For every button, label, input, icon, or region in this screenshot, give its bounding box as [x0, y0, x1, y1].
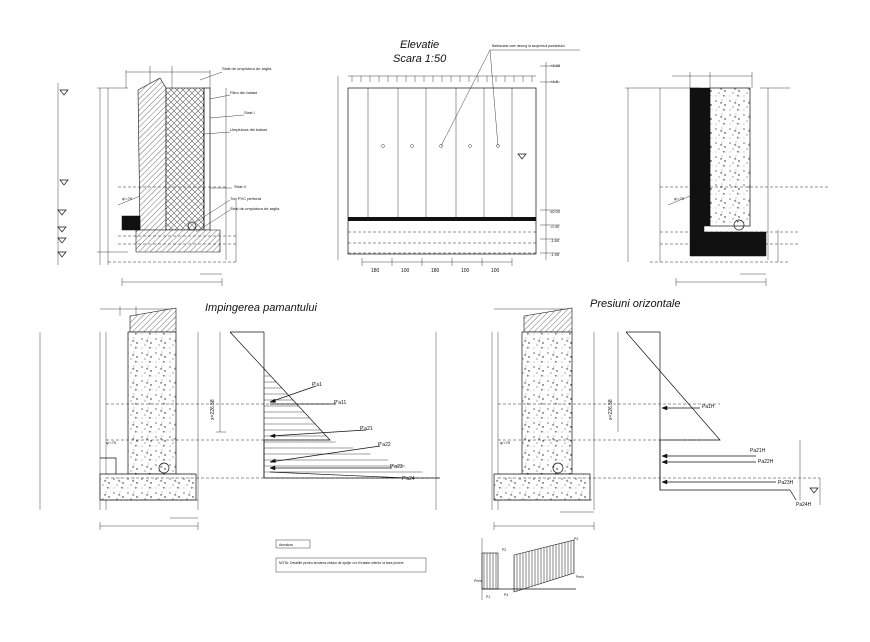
level-5: -1.60 [550, 238, 560, 243]
dist-label-p1: P1 [486, 595, 490, 599]
pressure-title: Presiuni orizontale [590, 298, 681, 310]
note-filter: Filtru din balast [230, 90, 258, 95]
dist-label-p2: P2 [502, 548, 506, 552]
level-markers [57, 83, 69, 265]
angle-label-2: φ'=70 [674, 196, 685, 201]
thrust-force-1: P'a1 [312, 382, 322, 388]
pressure-diagram: x=226.58 Pa1H Pa21H Pa22H Pa23H Pa24H φ'… [435, 307, 821, 530]
note-layer-1: Strat I [244, 110, 255, 115]
pressure-force-5: Pa24H [796, 502, 812, 508]
angle-label-1: φ'=70 [122, 196, 133, 201]
note-pvc: Tub PVC perforat [230, 196, 262, 201]
thrust-force-3: P'a21 [360, 426, 373, 432]
top-ticks [351, 76, 533, 82]
section-detail-1: Strat de umplutura de argila Filtru din … [57, 66, 280, 286]
legend-key: Armatura [279, 543, 293, 547]
level-3: ±0.00 [550, 209, 561, 214]
legend-note: NOTA: Detaliile pentru armarea zidului d… [279, 561, 404, 565]
note-clay-bottom: Strat de umplutura de argila [230, 206, 280, 211]
note-gravel: Umplutura din balast [230, 127, 268, 132]
thrust-hatch [264, 369, 423, 473]
pressure-force-4: Pa23H [778, 480, 794, 486]
angle-label-3: φ'=70 [106, 440, 117, 445]
dist-label-pmin-2: Pmin [576, 575, 584, 579]
section-detail-2: φ'=70 [625, 72, 828, 286]
thrust-diagram: x=226.58 P'a1 P'a11 P'a21 P'a22 P'a23 P'… [39, 306, 440, 530]
dist-label-p3: P3 [574, 537, 578, 541]
level-1: +3.00 [550, 63, 561, 68]
elev-dim-2: 100 [401, 268, 410, 274]
note-clay-top: Strat de umplutura de argila [222, 66, 272, 71]
thrust-force-6: P'a24 [402, 476, 415, 482]
thrust-dim-x: x=226.58 [210, 399, 216, 420]
thrust-force-arrows [269, 385, 407, 479]
angle-label-4: φ'=70 [500, 440, 511, 445]
pressure-force-arrows [661, 405, 797, 501]
pressure-distribution-diagram: P2 P3 Pmin P1 P4 Pmin [474, 537, 584, 600]
thrust-force-5: P'a23 [390, 464, 403, 470]
elevation-scale: Scara 1:50 [393, 53, 447, 65]
pressure-force-3: Pa22H [758, 459, 774, 465]
elevation-note: Barbacane care decurg la acoperisul pama… [492, 44, 565, 48]
elev-dim-3: 180 [431, 268, 440, 274]
elevation-title: Elevatie [400, 39, 439, 51]
level-2: +4.5 [550, 79, 559, 84]
dist-label-pmin-1: Pmin [474, 579, 482, 583]
thrust-force-2: P'a11 [334, 400, 346, 406]
elev-dim-4: 100 [461, 268, 470, 274]
level-6: -1.95 [550, 252, 560, 257]
elevation-view: Barbacane care decurg la acoperisul pama… [337, 44, 580, 274]
elev-dim-5: 100 [491, 268, 500, 274]
thrust-title: Impingerea pamantului [205, 302, 317, 314]
legend-block: Armatura NOTA: Detaliile pentru armarea … [275, 539, 427, 573]
note-layer-2: Strat II [234, 184, 246, 189]
level-4: -0.40 [550, 224, 560, 229]
pressure-dim-x: x=226.58 [608, 399, 614, 420]
elev-dim-1: 180 [371, 268, 380, 274]
thrust-force-4: P'a22 [378, 442, 391, 448]
pressure-force-1: Pa1H [702, 404, 715, 410]
dist-label-p4: P4 [504, 593, 508, 597]
pressure-force-2: Pa21H [750, 448, 766, 454]
